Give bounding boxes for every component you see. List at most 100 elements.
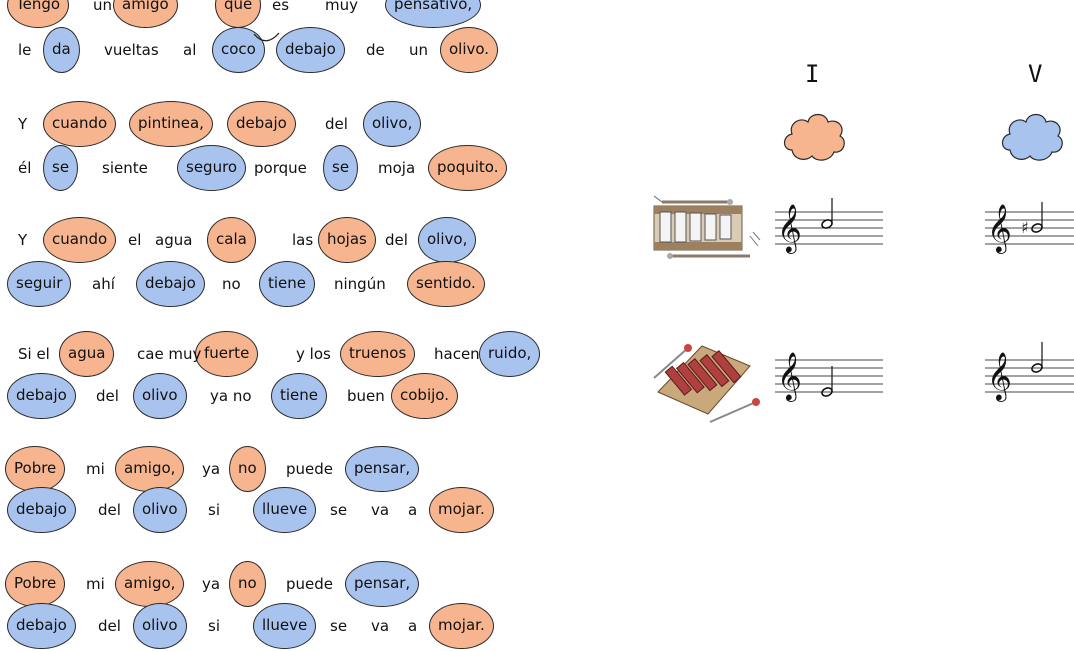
dominant-word: debajo (7, 373, 76, 419)
dominant-cloud-icon (1001, 113, 1063, 161)
word-text: tiene (268, 274, 307, 292)
word-text: se (332, 158, 350, 176)
word-text: debajo (285, 40, 336, 58)
lyric-word: se (330, 495, 347, 525)
word-text: seguro (186, 158, 238, 176)
word-text: a (408, 501, 418, 519)
word-text: cuando (52, 114, 108, 132)
dominant-word: olivo, (362, 101, 422, 147)
tonic-word: fuerte (194, 331, 259, 377)
word-text: el (128, 231, 142, 249)
word-text: él (18, 159, 32, 177)
word-text: debajo (16, 500, 67, 518)
lyric-word: buen (347, 381, 385, 411)
lyric-word: porque (254, 153, 307, 183)
word-text: Y (18, 231, 28, 249)
lyric-word: muy (325, 0, 358, 20)
tonic-word: amigo (113, 0, 178, 28)
lyric-word: va (371, 495, 389, 525)
lyric-word: agua (155, 225, 192, 255)
word-text: va (371, 501, 390, 519)
lyric-word: un (93, 0, 112, 20)
dominant-word: debajo (7, 487, 76, 533)
tonic-word: mojar. (429, 603, 494, 649)
lyric-word: es (272, 0, 289, 20)
word-text: Y (18, 115, 28, 133)
word-text: le (18, 41, 32, 59)
word-text: porque (254, 159, 307, 177)
word-text: seguir (16, 274, 63, 292)
word-text: moja (378, 159, 416, 177)
dominant-word: se (42, 145, 79, 191)
dominant-word: olivo (133, 487, 187, 533)
word-text: se (330, 501, 348, 519)
word-text: buen (347, 387, 385, 405)
word-text: Pobre (14, 574, 57, 592)
tonic-word: Tengo (6, 0, 70, 28)
harmony-panel: I V 𝄞 𝄞♯ (630, 0, 1074, 651)
word-text: coco (221, 40, 256, 58)
dominant-word: tiene (258, 261, 316, 307)
dominant-word: llueve (252, 487, 317, 533)
tonic-word: no (229, 561, 266, 607)
word-text: mi (86, 575, 105, 593)
word-text: si (208, 501, 220, 519)
word-text: llueve (262, 616, 308, 634)
dominant-word: tiene (270, 373, 328, 419)
word-text: a (408, 617, 418, 635)
dominant-word: debajo (276, 27, 345, 73)
lyric-word: del (98, 611, 121, 641)
lyric-word: moja (378, 153, 415, 183)
word-text: un (409, 41, 429, 59)
treble-clef-icon: 𝄞 (777, 351, 802, 402)
metallophone-icon (653, 195, 761, 259)
tonic-word: agua (58, 331, 115, 377)
word-text: olivo, (372, 114, 413, 132)
dominant-word: debajo (7, 603, 76, 649)
word-text: va (371, 617, 390, 635)
degree-label-dominant: V (1028, 60, 1043, 88)
dominant-word: coco (212, 27, 265, 73)
word-text: olivo. (449, 40, 490, 58)
word-text: cobijo. (400, 386, 449, 404)
word-text: del (98, 617, 121, 635)
lyric-word: del (385, 225, 408, 255)
treble-clef-icon: 𝄞 (987, 351, 1012, 402)
dominant-word: debajo (136, 261, 205, 307)
tonic-word: truenos (339, 331, 416, 377)
word-text: llueve (262, 500, 308, 518)
lyric-word: ningún (334, 269, 386, 299)
word-text: olivo (142, 500, 178, 518)
dominant-word: seguro (176, 145, 247, 191)
word-text: pensar, (354, 459, 411, 477)
word-text: ya no (210, 387, 252, 405)
lyric-word: el (128, 225, 141, 255)
word-text: Pobre (14, 459, 57, 477)
word-text: pensativo, (394, 0, 473, 13)
lyric-word: las (292, 225, 313, 255)
tonic-word: cuando (42, 101, 117, 147)
lyric-word: no (222, 269, 241, 299)
lyric-word: va (371, 611, 389, 641)
word-text: mi (86, 460, 105, 478)
lyric-word: del (325, 109, 348, 139)
lyric-word: del (96, 381, 119, 411)
word-text: del (325, 115, 348, 133)
lyric-word: mi (86, 569, 105, 599)
word-text: fuerte (204, 344, 250, 362)
word-text: es (272, 0, 290, 14)
lyric-word: cae muy (137, 339, 201, 369)
treble-clef-icon: 𝄞 (987, 203, 1012, 254)
word-text: amigo (122, 0, 169, 13)
word-text: siente (102, 159, 148, 177)
word-text: vueltas (104, 41, 159, 59)
lyric-word: ya (202, 569, 220, 599)
lyric-word: ya no (210, 381, 252, 411)
